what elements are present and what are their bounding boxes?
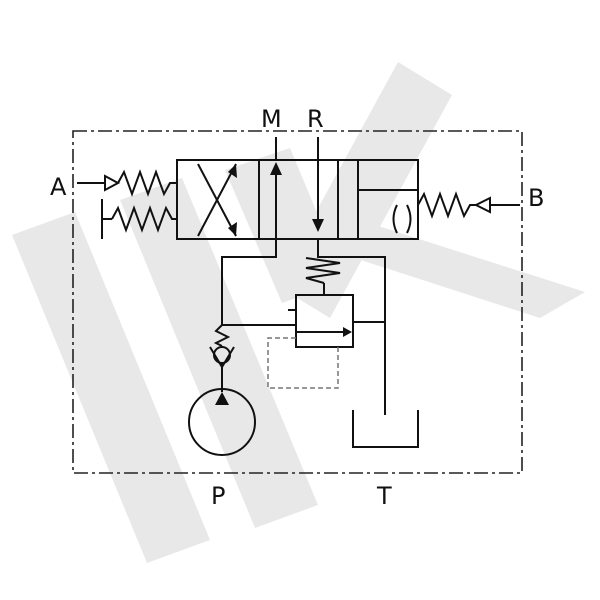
spring-left [101, 199, 177, 239]
pipe-supply [221, 239, 277, 325]
directional-valve-icon [176, 159, 419, 240]
port-label-p: P [211, 482, 225, 510]
pipe-return [317, 239, 386, 415]
tank-icon [352, 410, 419, 448]
port-label-t: T [376, 482, 392, 510]
pump-icon [188, 388, 256, 456]
relief-valve-icon [288, 257, 354, 348]
port-label-a: A [50, 173, 67, 201]
port-label-r: R [307, 105, 324, 133]
enclosure-boundary [72, 130, 523, 474]
pilot-drain-line [267, 337, 339, 389]
pilot-port-a [77, 169, 177, 197]
check-valve-icon [209, 324, 235, 392]
watermark-logo-icon [12, 62, 585, 563]
port-label-m: M [261, 105, 282, 133]
port-label-b: B [528, 184, 544, 212]
pilot-port-b [417, 191, 520, 219]
